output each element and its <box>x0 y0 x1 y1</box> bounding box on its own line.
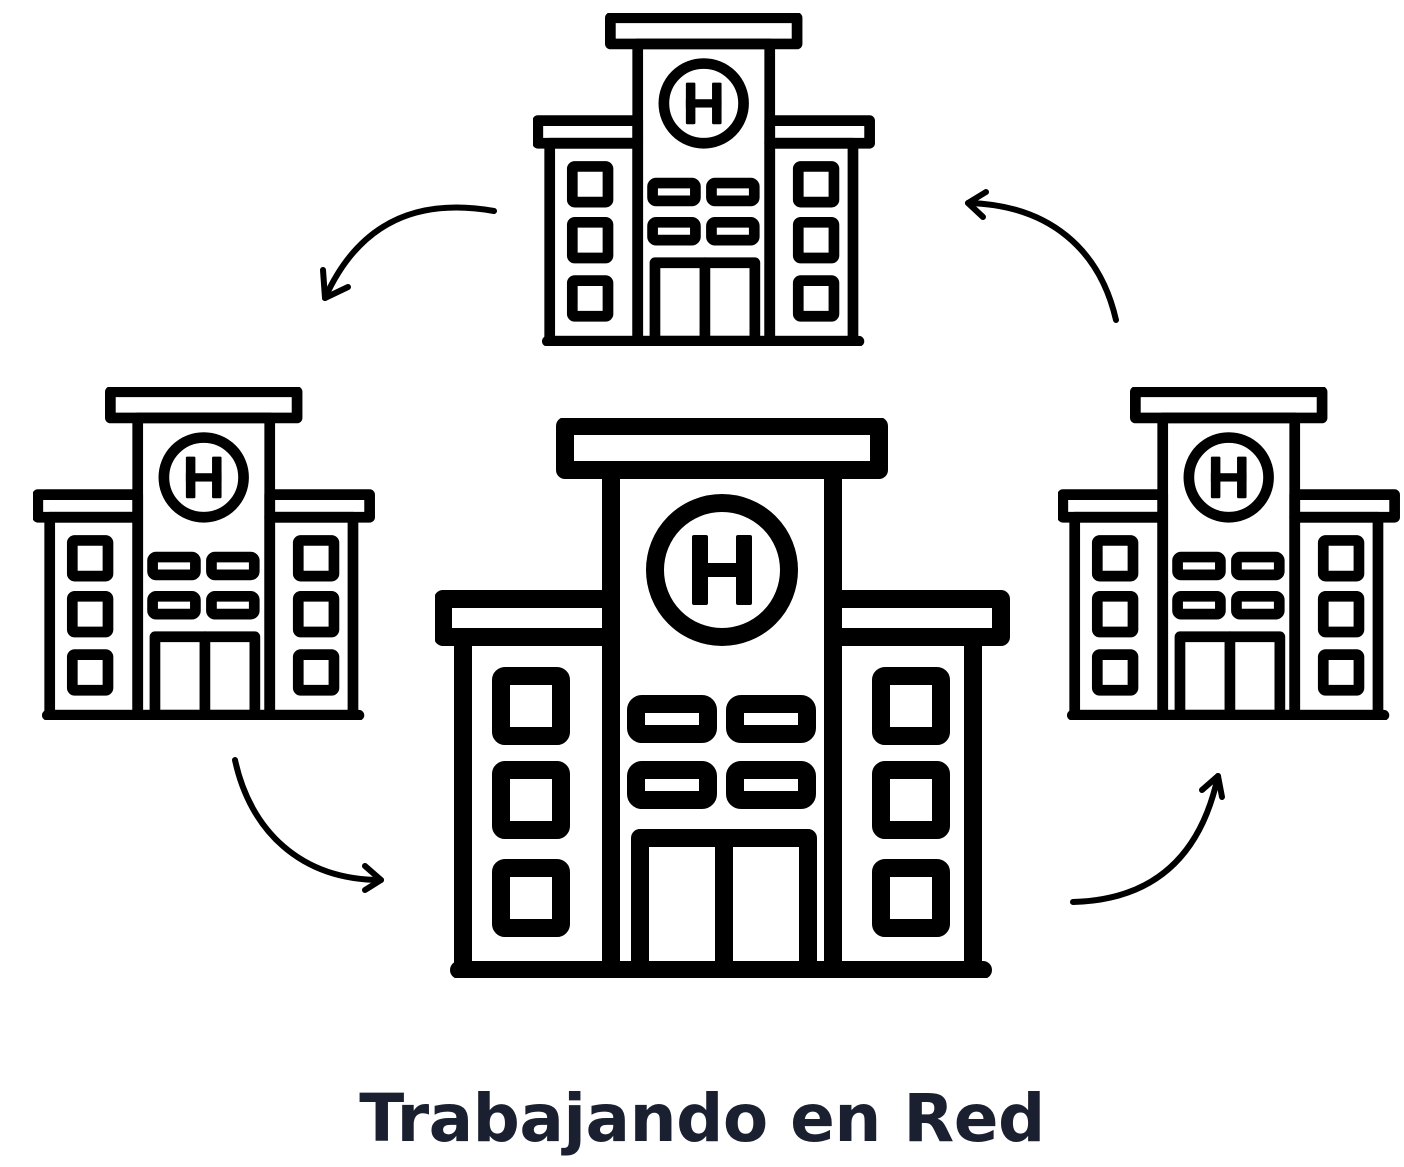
diagram-caption: Trabajando en Red <box>359 1080 1045 1157</box>
hospital-building-right <box>1063 392 1395 715</box>
hospital-building-left <box>38 392 370 715</box>
arrow-top-to-left <box>320 204 497 301</box>
hospital-building-center <box>443 426 1001 970</box>
arrow-right-to-top <box>965 189 1119 323</box>
arrow-center-to-right <box>1070 773 1225 905</box>
arrow-left-to-center <box>232 757 384 893</box>
hospital-building-top <box>538 18 870 341</box>
